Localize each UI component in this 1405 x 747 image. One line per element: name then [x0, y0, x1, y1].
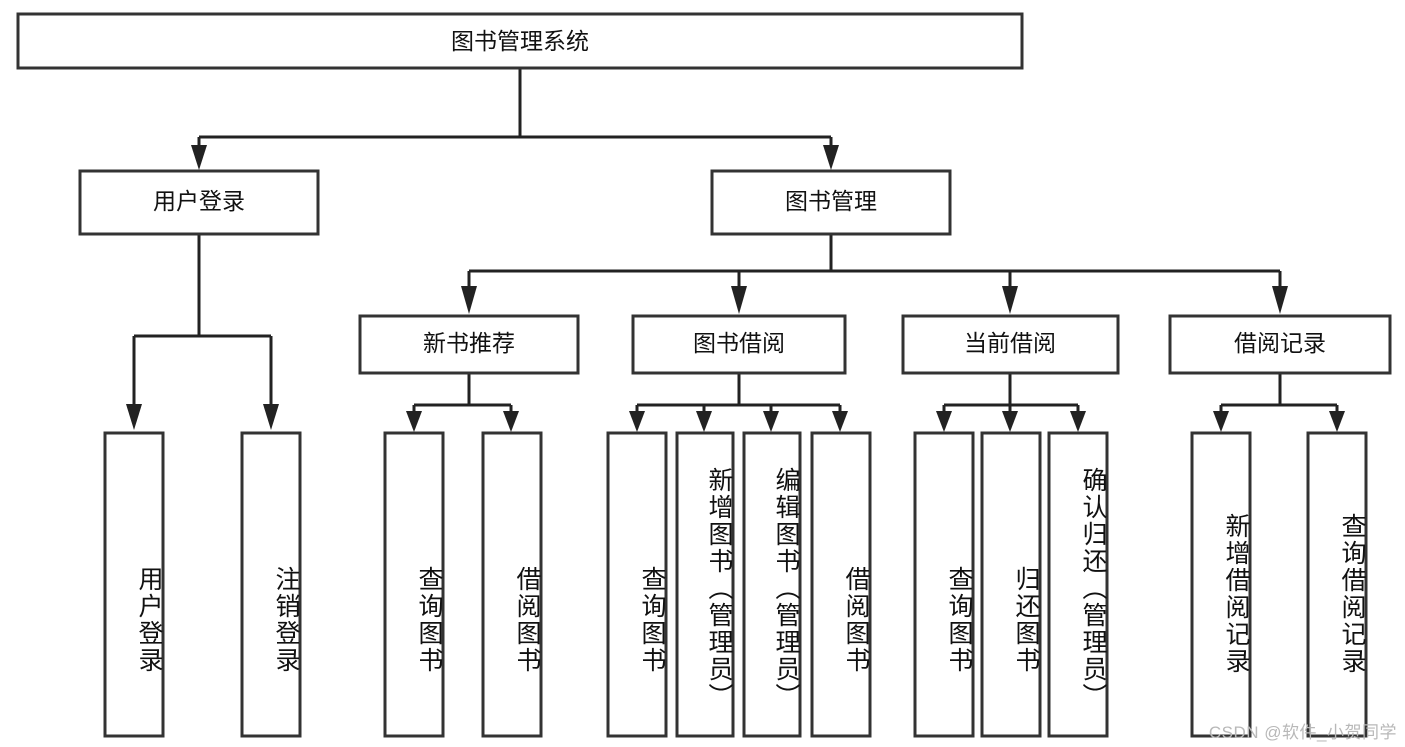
node-user-login-label: 用户登录: [153, 188, 245, 214]
node-new-book-recommend[interactable]: 新书推荐: [358, 314, 580, 375]
node-book-borrow-box[interactable]: [631, 314, 847, 375]
leaf-box-bb-edit-book[interactable]: [742, 431, 802, 738]
leaf-box-user-login[interactable]: [103, 431, 165, 738]
arrowhead-cb-return: [1002, 411, 1018, 432]
leaf-box-newbook-borrow-book[interactable]: [481, 431, 543, 738]
csdn-watermark: CSDN @软件_小贺同学: [1208, 723, 1397, 742]
node-book-borrow[interactable]: 图书借阅: [631, 314, 847, 375]
leaf-box-bb-borrow-book[interactable]: [810, 431, 872, 738]
node-new-book-recommend-label: 新书推荐: [423, 330, 515, 356]
node-user-login-box[interactable]: [78, 169, 320, 236]
arrowhead-br-add: [1213, 411, 1229, 432]
leaf-box-logout[interactable]: [240, 431, 302, 738]
leaf-box-newbook-query-book[interactable]: [383, 431, 445, 738]
arrowhead-bb-query: [629, 411, 645, 432]
node-new-book-recommend-box[interactable]: [358, 314, 580, 375]
node-borrow-record-box[interactable]: [1168, 314, 1392, 375]
node-current-borrow[interactable]: 当前借阅: [901, 314, 1120, 375]
arrowhead-new-book: [461, 286, 477, 314]
node-root-label: 图书管理系统: [451, 28, 589, 54]
node-book-management[interactable]: 图书管理: [710, 169, 952, 236]
node-book-management-label: 图书管理: [785, 188, 877, 214]
arrowhead-leaf-logout: [263, 404, 279, 430]
leaf-box-br-add-record[interactable]: [1190, 431, 1252, 738]
leaf-box-br-query-record[interactable]: [1306, 431, 1368, 738]
node-book-borrow-label: 图书借阅: [693, 330, 785, 356]
node-current-borrow-label: 当前借阅: [964, 330, 1056, 356]
arrowhead-cb-confirm: [1070, 411, 1086, 432]
arrowhead-user-login: [191, 145, 207, 170]
node-borrow-record[interactable]: 借阅记录: [1168, 314, 1392, 375]
arrowhead-newbook-borrow: [503, 411, 519, 432]
arrowhead-br-query: [1329, 411, 1345, 432]
arrowhead-leaf-user-login: [126, 404, 142, 430]
node-root-box[interactable]: [16, 12, 1024, 70]
node-current-borrow-box[interactable]: [901, 314, 1120, 375]
arrowhead-current-borrow: [1002, 286, 1018, 314]
arrowhead-bb-borrow: [832, 411, 848, 432]
node-user-login[interactable]: 用户登录: [78, 169, 320, 236]
arrowhead-cb-query: [936, 411, 952, 432]
arrowhead-bb-add: [696, 411, 712, 432]
arrowhead-book-borrow: [731, 286, 747, 314]
leaf-box-cb-query-book[interactable]: [913, 431, 975, 738]
leaf-box-cb-confirm-return[interactable]: [1047, 431, 1109, 738]
leaf-box-bb-query-book[interactable]: [606, 431, 668, 738]
node-root[interactable]: 图书管理系统: [16, 12, 1024, 70]
arrowhead-borrow-record: [1272, 286, 1288, 314]
leaf-box-bb-add-book[interactable]: [675, 431, 735, 738]
node-borrow-record-label: 借阅记录: [1234, 330, 1326, 356]
arrowhead-newbook-query: [406, 411, 422, 432]
arrowhead-bb-edit: [763, 411, 779, 432]
leaf-box-cb-return-book[interactable]: [980, 431, 1042, 738]
arrowhead-book-mgmt: [823, 145, 839, 170]
connector-layer: [126, 68, 1345, 432]
node-book-management-box[interactable]: [710, 169, 952, 236]
